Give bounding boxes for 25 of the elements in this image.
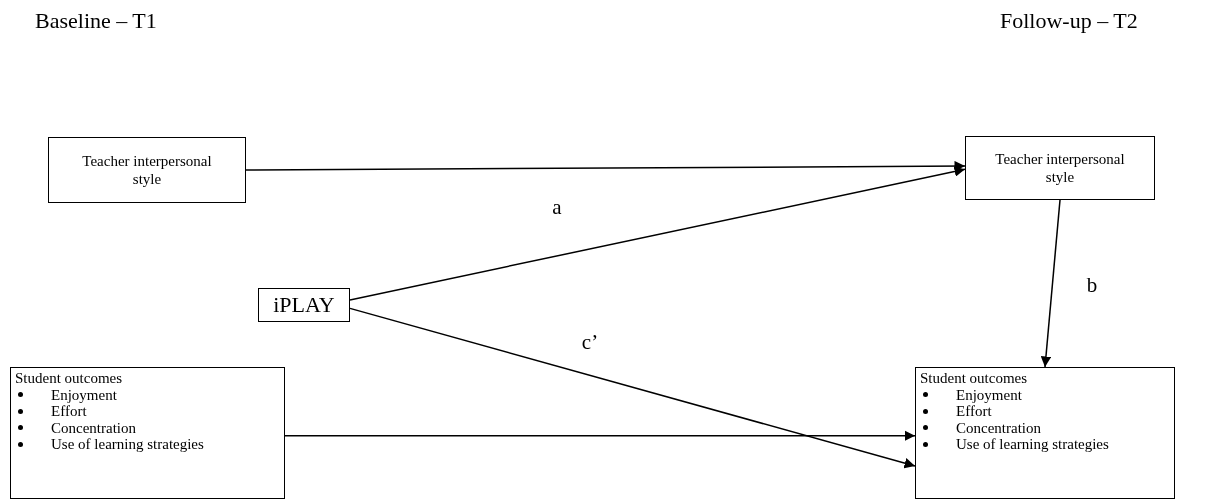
box-heading: iPLAY	[273, 292, 335, 318]
list-item: Concentration	[51, 419, 136, 436]
list-item: Use of learning strategies	[956, 436, 1109, 453]
arrow	[349, 166, 966, 301]
arrow	[349, 307, 916, 469]
variable-box	[48, 137, 246, 203]
variable-box	[10, 367, 285, 499]
box-heading: Student outcomes	[920, 370, 1028, 387]
box-heading: Student outcomes	[15, 370, 123, 387]
list-item: Effort	[51, 403, 87, 420]
phase-heading: Baseline – T1	[35, 8, 157, 34]
variable-box	[915, 367, 1175, 499]
intervention-box	[258, 288, 350, 322]
arrow	[1040, 199, 1061, 368]
arrow	[245, 160, 966, 172]
phase-heading: Follow-up – T2	[1000, 8, 1138, 34]
list-item: Concentration	[956, 419, 1041, 436]
list-item: Use of learning strategies	[51, 436, 204, 453]
list-item: Enjoyment	[956, 386, 1022, 403]
list-item: Enjoyment	[51, 386, 117, 403]
box-heading: Teacher interpersonal style	[994, 150, 1126, 186]
variable-box	[965, 136, 1155, 200]
arrow	[284, 430, 916, 441]
list-item: Effort	[956, 403, 992, 420]
box-heading: Teacher interpersonal style	[81, 152, 213, 188]
